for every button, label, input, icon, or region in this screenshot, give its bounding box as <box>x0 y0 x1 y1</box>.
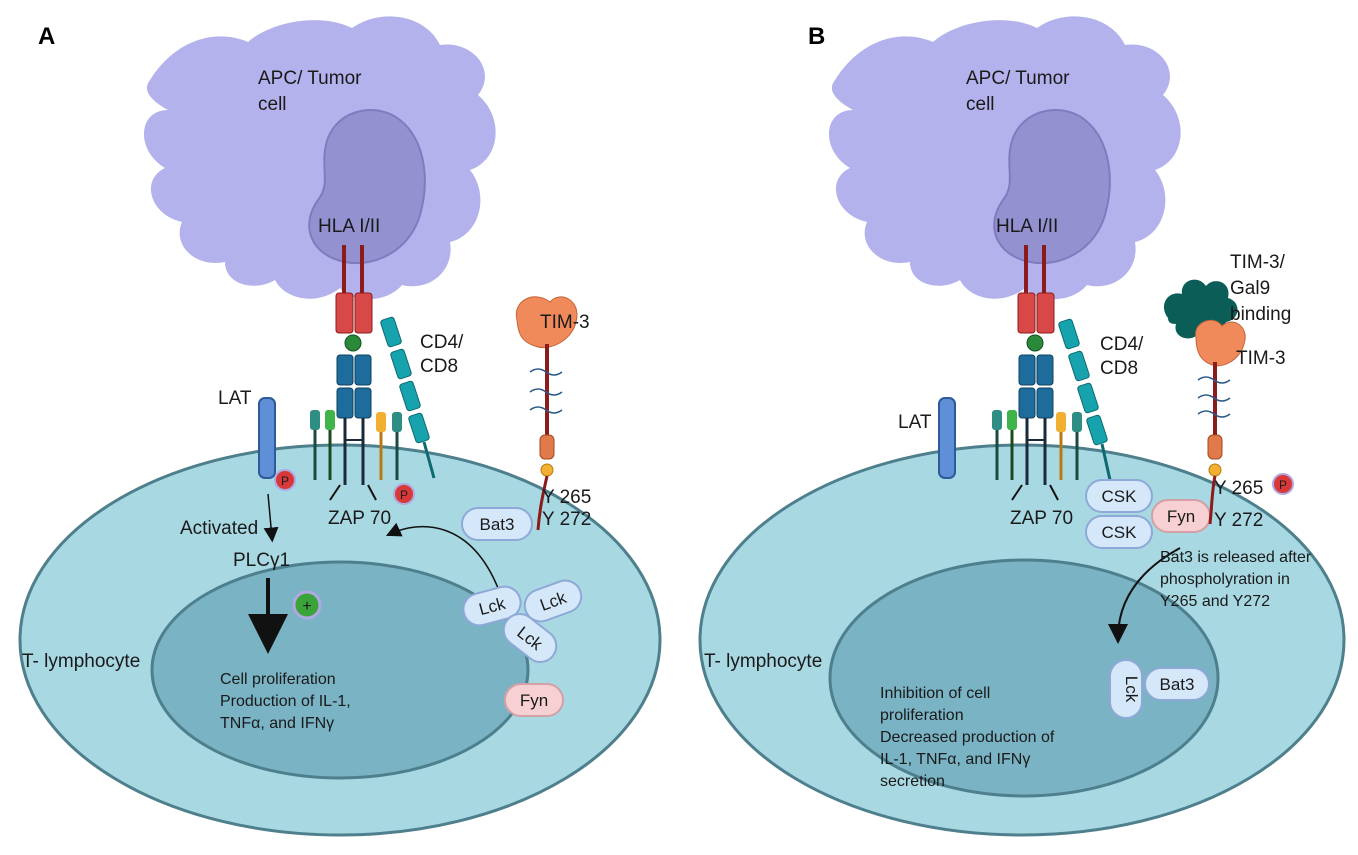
apc-label-line1: APC/ Tumor <box>966 68 1070 89</box>
zap70-label: ZAP 70 <box>328 508 391 529</box>
lat-protein <box>258 397 276 479</box>
outcome-line1: Cell proliferation <box>220 671 336 688</box>
lck-pill-3 <box>502 612 558 664</box>
outcome-line1: Inhibition of cell <box>880 685 990 702</box>
plus-indicator <box>292 590 322 620</box>
lck-pill <box>1109 659 1143 719</box>
cd4-label-line2: CD8 <box>420 356 458 377</box>
gal9-label-line3: binding <box>1230 304 1291 325</box>
y272-label: Y 272 <box>1214 510 1263 531</box>
phospho-y265-symbol: P <box>1279 478 1287 492</box>
cd4-label-line2: CD8 <box>1100 358 1138 379</box>
csk-label-2: CSK <box>1102 523 1138 542</box>
apc-nucleus <box>993 109 1111 265</box>
bat3-label: Bat3 <box>1160 675 1195 694</box>
phospho-lat-symbol: P <box>281 474 289 488</box>
fyn-pill <box>504 683 564 717</box>
lck-pill-2 <box>523 579 583 623</box>
panel-a: A APC/ Tumor cell HLA I/II <box>18 16 662 837</box>
apc-nucleus <box>308 109 426 265</box>
cd4-cd8-coreceptor <box>1058 318 1112 481</box>
phospho-lat <box>274 469 296 491</box>
outcome-line2: proliferation <box>880 707 964 724</box>
t-cell-nucleus <box>828 558 1220 798</box>
csk-label-1: CSK <box>1102 487 1138 506</box>
lat-label: LAT <box>218 388 252 409</box>
outcome-line2: Production of IL-1, <box>220 693 351 710</box>
tim3-label: TIM-3 <box>540 312 590 333</box>
phospho-y265 <box>1272 473 1294 495</box>
outcome-line3: Decreased production of <box>880 729 1055 746</box>
panel-letter: B <box>808 23 825 50</box>
hla-label: HLA I/II <box>318 216 380 237</box>
activated-label: Activated <box>180 518 258 539</box>
outcome-line5: secretion <box>880 773 945 790</box>
lck-pill-1 <box>462 585 522 627</box>
hla-label: HLA I/II <box>996 216 1058 237</box>
outcome-line3: TNFα, and IFNγ <box>220 715 334 732</box>
t-cell-label: T- lymphocyte <box>704 651 822 672</box>
bat3-label: Bat3 <box>480 515 515 534</box>
phospho-zap70 <box>393 483 415 505</box>
t-cell-label: T- lymphocyte <box>22 651 140 672</box>
lck-zap70-arrow <box>385 522 499 589</box>
cd4-label-line1: CD4/ <box>1100 334 1144 355</box>
apc-label-line1: APC/ Tumor <box>258 68 362 89</box>
cd4-label-line1: CD4/ <box>420 332 464 353</box>
gal9-label-line2: Gal9 <box>1230 278 1270 299</box>
y272-label: Y 272 <box>542 509 591 530</box>
release-line2: phospholyration in <box>1160 571 1290 588</box>
csk-pill-2 <box>1085 515 1153 549</box>
lat-arrow <box>263 493 279 543</box>
apc-label-line2: cell <box>258 94 287 115</box>
t-cell-nucleus <box>150 560 530 780</box>
lat-label: LAT <box>898 412 932 433</box>
hla-tcr-complex <box>310 245 402 501</box>
bat3-pill <box>1144 667 1210 701</box>
zap70-label: ZAP 70 <box>1010 508 1073 529</box>
fyn-label: Fyn <box>1167 507 1195 526</box>
panel-b: B APC/ Tumor cell HLA I/II <box>698 16 1346 837</box>
apc-cell <box>143 16 496 300</box>
y265-label: Y 265 <box>1214 478 1263 499</box>
bat3-release-arrow <box>1108 547 1181 644</box>
tim3-receptor <box>515 296 578 531</box>
release-line3: Y265 and Y272 <box>1160 593 1270 610</box>
tim3-receptor <box>1195 319 1246 525</box>
lat-protein <box>938 397 956 479</box>
phospho-zap70-symbol: P <box>400 488 408 502</box>
plus-symbol: + <box>302 598 311 615</box>
release-line1: Bat3 is released after <box>1160 549 1312 566</box>
y265-label: Y 265 <box>542 487 591 508</box>
csk-pill-1 <box>1085 479 1153 513</box>
hla-tcr-complex <box>992 245 1082 501</box>
panel-letter: A <box>38 23 55 50</box>
apc-label-line2: cell <box>966 94 995 115</box>
lck-label: Lck <box>1122 676 1141 703</box>
plc-label: PLCγ1 <box>233 550 290 571</box>
cd4-cd8-coreceptor <box>380 316 436 479</box>
fyn-label: Fyn <box>520 691 548 710</box>
bat3-pill <box>461 507 533 541</box>
apc-cell <box>828 16 1181 300</box>
tim3-label: TIM-3 <box>1236 348 1286 369</box>
gal9-label-line1: TIM-3/ <box>1230 252 1286 273</box>
outcome-line4: IL-1, TNFα, and IFNγ <box>880 751 1030 768</box>
